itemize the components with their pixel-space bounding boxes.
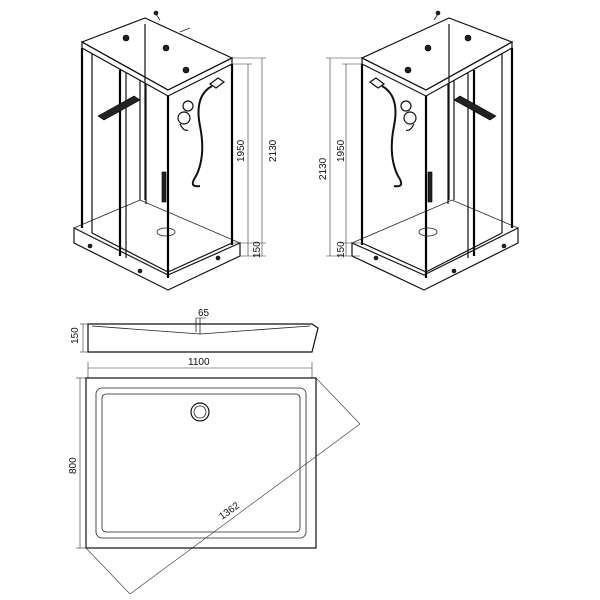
height-cabin-label-left: 1950 — [236, 139, 247, 162]
height-cabin-label-right: 1950 — [336, 139, 347, 162]
shower-cabin-left-view — [73, 10, 241, 291]
height-tray-label-left: 150 — [252, 241, 263, 258]
height-tray-label-right: 150 — [336, 241, 347, 258]
width-label: 1100 — [188, 357, 210, 368]
tray-side-section: 65 150 — [70, 308, 319, 353]
diagonal-label: 1362 — [217, 500, 242, 522]
tray-height-label: 150 — [70, 327, 81, 344]
shower-cabin-right-view — [351, 10, 519, 291]
left-dimensions: 1950 2130 150 — [232, 57, 279, 258]
depth-label: 800 — [68, 457, 79, 474]
width-dimension: 1100 — [87, 357, 313, 378]
drain-offset-label: 65 — [198, 308, 210, 319]
tray-top-plan: 1362 800 — [68, 377, 361, 595]
height-total-label-right: 2130 — [318, 157, 329, 180]
right-dimensions: 2130 1950 150 — [318, 57, 362, 258]
height-total-label-left: 2130 — [268, 139, 279, 162]
